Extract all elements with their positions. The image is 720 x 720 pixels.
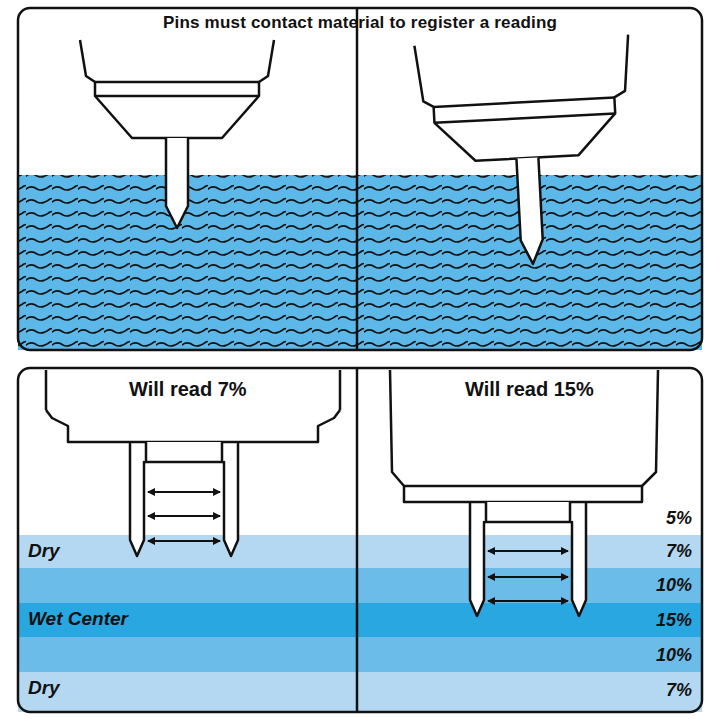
wet-band: Wet Center [18,603,357,637]
panel-heading: Will read 15% [465,378,594,401]
moisture-percent: 7% [666,541,692,562]
band-label: Wet Center [28,608,128,630]
moisture-percent: 5% [666,508,692,529]
moisture-percent: 7% [666,680,692,701]
band-label: Dry [28,540,60,562]
band-label: Dry [28,677,60,699]
reading-panel: Will read 15% [357,368,702,712]
dry-band: Dry [18,672,357,712]
diagram-title: Pins must contact material to register a… [163,13,557,33]
dry-band: Dry [18,535,357,568]
moisture-percent: 10% [656,575,692,596]
moisture-percent: 10% [656,645,692,666]
reading-panel: Will read 7%DryWet CenterDry [18,368,357,712]
panel-heading: Will read 7% [129,378,247,401]
moisture-percent: 15% [656,610,692,631]
